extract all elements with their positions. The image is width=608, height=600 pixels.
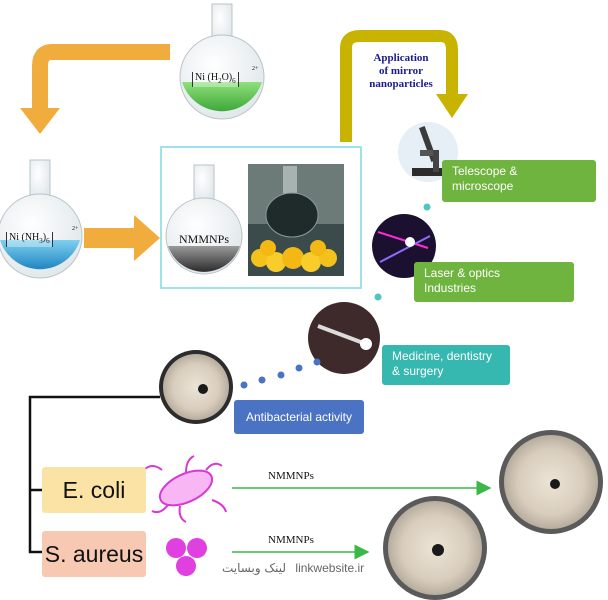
orange-arrow-shaft	[84, 228, 136, 248]
orange-arrowhead-right	[134, 215, 160, 261]
watermark: لینک وبسایت linkwebsite.ir	[222, 561, 364, 575]
center-flask-label: NMMNPs	[178, 232, 229, 246]
saureus-result-dish	[383, 496, 487, 600]
application-title-line: Application	[373, 52, 429, 64]
ecoli-bacterium-icon	[143, 455, 227, 523]
application-title-line: nanoparticles	[369, 78, 433, 90]
formula-part: )	[42, 232, 47, 243]
telescope-microscope-label: Telescope & microscope	[442, 160, 596, 202]
label-line: Telescope &	[452, 164, 518, 178]
formula-part: Ni (NH	[9, 232, 40, 243]
watermark-persian: لینک وبسایت	[222, 561, 287, 575]
orange-arrowhead-down	[20, 108, 60, 134]
antibacterial-label: Antibacterial activity	[234, 400, 364, 434]
label-line: Industries	[424, 281, 477, 295]
top-flask-formula: Ni (H2O)6	[192, 72, 239, 87]
flask-left	[0, 159, 83, 279]
laser-optics-label: Laser & optics Industries	[414, 262, 574, 302]
yellow-arrowhead-down	[436, 94, 468, 118]
label-line: Laser & optics	[424, 266, 501, 280]
left-flask-formula: Ni (NH3)6	[6, 232, 53, 247]
label-line: & surgery	[392, 364, 444, 378]
arrow-ecoli-label: NMMNPs	[268, 470, 314, 482]
formula-sub: 6	[46, 237, 50, 245]
label-line: microscope	[452, 179, 514, 193]
left-flask-charge: 2+	[72, 226, 79, 232]
flask-top	[179, 3, 265, 120]
watermark-latin: linkwebsite.ir	[295, 561, 365, 575]
connector-dots	[240, 203, 431, 389]
application-title-line: of mirror	[378, 65, 424, 77]
formula-part: Ni (H	[195, 72, 219, 83]
application-title: Application of mirror nanoparticles	[358, 52, 444, 91]
formula-sub: 3	[39, 237, 43, 245]
formula-part: O)	[221, 72, 233, 83]
flask-center	[165, 164, 243, 275]
label-line: Medicine, dentistry	[392, 349, 493, 363]
yellow-curved-arrow	[340, 30, 458, 142]
medicine-image	[308, 302, 380, 374]
orange-curved-arrow	[32, 44, 170, 112]
top-flask-charge: 2+	[252, 66, 259, 72]
arrow-saureus-label: NMMNPs	[268, 534, 314, 546]
bacteria-bracket	[28, 395, 160, 554]
formula-sub: 2	[218, 77, 222, 85]
mirror-flask-photo	[248, 164, 344, 276]
ecoli-result-dish	[499, 430, 603, 534]
saureus-box: S. aureus	[42, 531, 146, 577]
saureus-bacterium-icon	[166, 538, 207, 576]
medicine-label: Medicine, dentistry & surgery	[382, 345, 510, 385]
antibacterial-dish	[159, 350, 233, 424]
ecoli-box: E. coli	[42, 467, 146, 513]
formula-sub: 6	[232, 77, 236, 85]
